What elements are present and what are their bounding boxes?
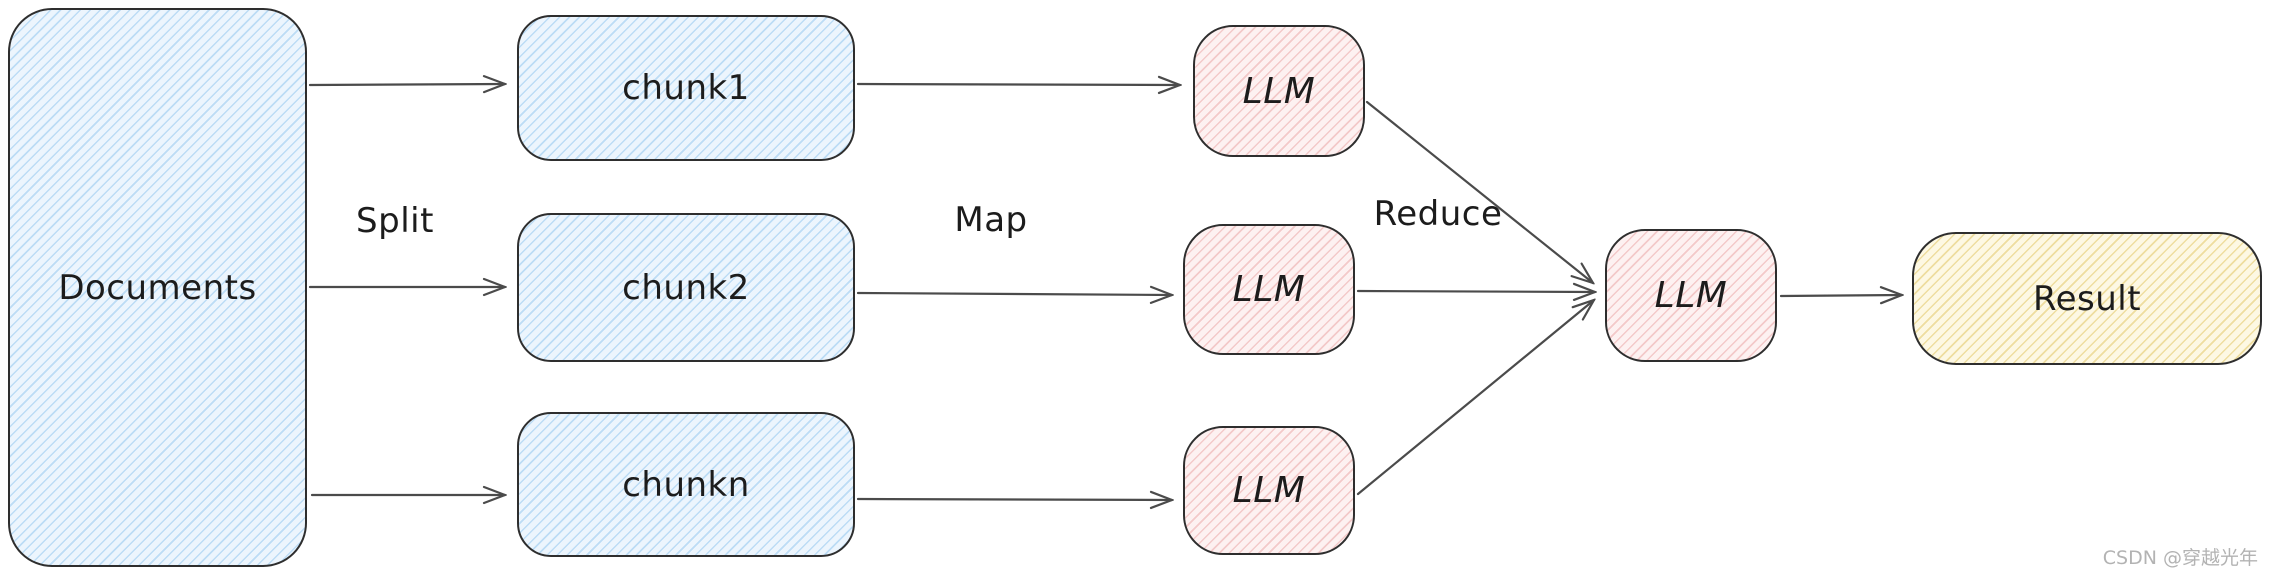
- node-documents-label: Documents: [58, 267, 257, 308]
- node-llm-map-1-label: LLM: [1242, 70, 1316, 112]
- node-result: Result: [1912, 232, 2262, 365]
- node-llm-map-1: LLM: [1193, 25, 1365, 157]
- node-chunk2-label: chunk2: [622, 267, 750, 308]
- arrow-chunk1-llm1: [856, 84, 1180, 85]
- node-llm-map-3: LLM: [1183, 426, 1355, 555]
- node-chunk1: chunk1: [517, 15, 855, 161]
- watermark: CSDN @穿越光年: [2102, 547, 2258, 569]
- node-llm-reduce: LLM: [1605, 229, 1777, 362]
- arrow-documents-chunk1: [308, 84, 505, 85]
- arrow-llm2-reduce: [1356, 291, 1595, 292]
- node-llm-reduce-label: LLM: [1654, 275, 1728, 316]
- node-chunk1-label: chunk1: [622, 68, 750, 108]
- node-chunk2: chunk2: [517, 213, 855, 362]
- stage-label-split: Split: [356, 201, 434, 241]
- node-llm-map-2: LLM: [1183, 224, 1355, 355]
- stage-label-map: Map: [954, 200, 1028, 240]
- node-documents: Documents: [8, 8, 307, 567]
- arrow-chunkn-llm3: [856, 499, 1172, 500]
- node-chunkn: chunkn: [517, 412, 855, 557]
- node-llm-map-3-label: LLM: [1232, 470, 1306, 511]
- arrow-llm1-reduce: [1365, 100, 1593, 283]
- arrow-chunk2-llm2: [856, 293, 1172, 295]
- arrow-llm3-reduce: [1356, 300, 1594, 496]
- node-result-label: Result: [2032, 278, 2142, 319]
- stage-label-reduce: Reduce: [1373, 194, 1503, 234]
- arrow-llmreduce-result: [1779, 295, 1902, 296]
- node-llm-map-2-label: LLM: [1232, 269, 1306, 310]
- node-chunkn-label: chunkn: [622, 464, 750, 505]
